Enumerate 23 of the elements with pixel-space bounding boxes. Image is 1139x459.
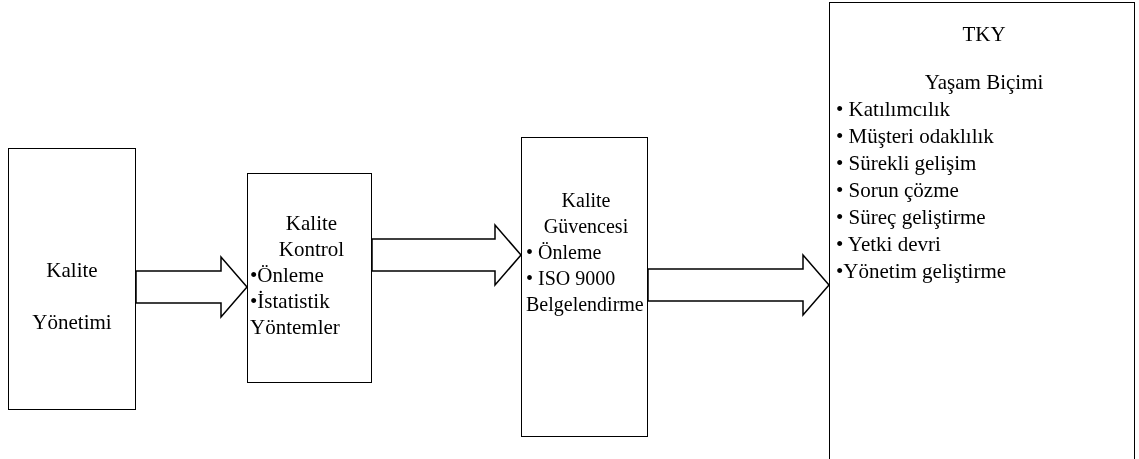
box-text: •Önleme: [250, 262, 325, 288]
box-text: • Katılımcılık: [836, 96, 952, 123]
process-box: [521, 137, 648, 437]
box-text: • Yetki devri: [836, 231, 942, 258]
box-text: • Süreç geliştirme: [836, 204, 987, 231]
process-box: [8, 148, 136, 410]
block-arrow: [135, 255, 248, 319]
box-text: • Önleme: [526, 240, 603, 265]
block-arrow: [371, 223, 522, 287]
box-text: •İstatistik Yöntemler: [250, 288, 341, 340]
box-text: • ISO 9000 Belgelendirme: [526, 266, 645, 317]
box-title: Kalite Güvencesi: [542, 188, 630, 239]
process-box: [829, 2, 1135, 459]
box-text: • Sorun çözme: [836, 177, 960, 204]
box-text: •Yönetim geliştirme: [836, 258, 1008, 285]
process-box: [247, 173, 372, 383]
block-arrow: [647, 253, 830, 317]
box-title: Kalite Yönetimi: [31, 257, 113, 336]
box-title: TKY: [961, 21, 1007, 47]
box-text: Yaşam Biçimi: [923, 69, 1045, 96]
box-text: • Sürekli gelişim: [836, 150, 978, 177]
box-title: Kalite Kontrol: [277, 210, 346, 262]
box-text: • Müşteri odaklılık: [836, 123, 995, 150]
